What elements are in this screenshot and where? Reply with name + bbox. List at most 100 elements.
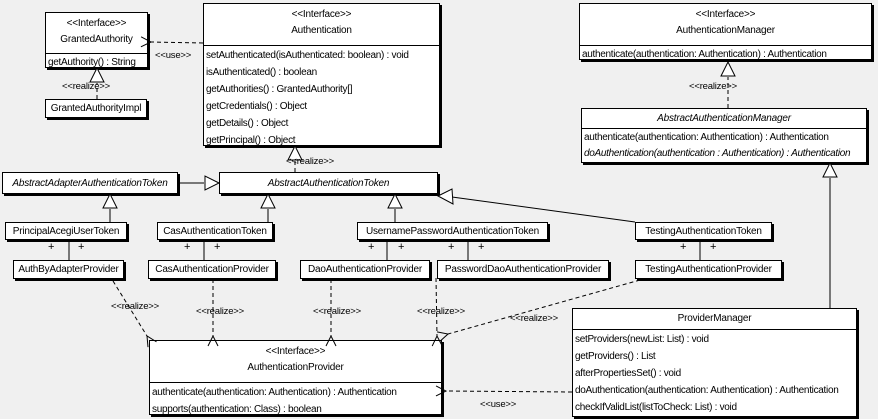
realize-label: <<realize>> [62, 81, 110, 92]
use-edge-authentication-grantedauthority [151, 42, 204, 43]
generalization-edge-abstractadaptertoken [178, 175, 221, 191]
class-header: <<Interface>> GrantedAuthority [46, 13, 147, 53]
class-authentication: <<Interface>> Authentication setAuthenti… [203, 3, 440, 146]
realize-label: <<realize>> [111, 301, 159, 312]
method-row: authenticate(authentication: Authenticat… [582, 49, 827, 60]
class-name: TestingAuthenticationToken [645, 225, 762, 237]
method-row: setProviders(newList: List) : void [575, 334, 709, 345]
association-plus-label: + [448, 241, 455, 253]
class-granted-authority: <<Interface>> GrantedAuthority getAuthor… [45, 12, 148, 68]
methods-compartment: authenticate(authentication: Authenticat… [582, 128, 866, 162]
class-abstract-authentication-manager: AbstractAuthenticationManager authentica… [581, 108, 867, 163]
association-plus-label: + [478, 241, 485, 253]
use-label: <<use>> [480, 399, 517, 410]
class-testing-authentication-provider: TestingAuthenticationProvider [635, 260, 782, 279]
method-row: supports(authentication: Class) : boolea… [152, 404, 322, 415]
generalization-edge-usernamepasswordtoken [387, 192, 403, 222]
class-header: AbstractAuthenticationManager [582, 109, 866, 128]
association-plus-label: + [680, 241, 687, 253]
association-plus-label: + [710, 241, 717, 253]
stereotype-label: <<Interface>> [291, 9, 352, 20]
class-dao-authentication-provider: DaoAuthenticationProvider [300, 260, 430, 279]
class-name: PasswordDaoAuthenticationProvider [444, 264, 602, 275]
class-header: ProviderManager [573, 309, 856, 329]
generalization-edge-principalacegiusertoken [102, 192, 118, 222]
association-plus-label: + [368, 241, 375, 253]
methods-compartment: setAuthenticated(isAuthenticated: boolea… [204, 45, 439, 149]
methods-compartment: setProviders(newList: List) : void getPro… [573, 329, 856, 416]
association-plus-label: + [184, 241, 191, 253]
class-name: DaoAuthenticationProvider [308, 264, 422, 275]
class-name: AbstractAuthenticationManager [657, 113, 791, 124]
realize-label: <<realize>> [286, 156, 334, 167]
class-name: Authentication [291, 25, 352, 36]
class-authentication-provider: <<Interface>> AuthenticationProvider aut… [149, 340, 442, 415]
realize-label: <<realize>> [196, 306, 244, 317]
method-row: checkIfValidList(listToCheck: List) : vo… [575, 402, 737, 413]
class-name: AuthenticationProvider [247, 362, 344, 373]
method-row: doAuthentication(authentication: Authent… [575, 385, 839, 396]
use-label: <<use>> [155, 50, 192, 61]
realize-edge-grantedauthorityimpl [89, 66, 105, 99]
realize-label: <<realize>> [313, 306, 361, 317]
association-plus-label: + [398, 241, 405, 253]
class-name: CasAuthenticationProvider [155, 264, 269, 275]
class-username-password-authentication-token: UsernamePasswordAuthenticationToken [357, 222, 548, 240]
method-row: authenticate(authentication: Authenticat… [584, 132, 829, 143]
method-row: authenticate(authentication: Authenticat… [152, 387, 397, 398]
class-password-dao-authentication-provider: PasswordDaoAuthenticationProvider [437, 260, 609, 279]
realize-label: <<realize>> [510, 313, 558, 324]
class-abstract-adapter-authentication-token: AbstractAdapterAuthenticationToken [2, 172, 178, 194]
realize-label: <<realize>> [689, 81, 737, 92]
methods-compartment: getAuthority() : String [46, 53, 147, 70]
realize-edge-abstractauthenticationmanager [720, 60, 736, 108]
class-testing-authentication-token: TestingAuthenticationToken [635, 222, 772, 240]
methods-compartment: authenticate(authentication: Authenticat… [580, 45, 871, 63]
realize-edge-passworddaoauthenticationprovider [436, 277, 437, 336]
class-name: GrantedAuthorityImpl [50, 103, 142, 114]
method-row: getProviders() : List [575, 351, 656, 362]
class-name: AuthenticationManager [676, 25, 775, 36]
class-name: AbstractAdapterAuthenticationToken [12, 177, 168, 189]
class-name: ProviderManager [677, 313, 752, 324]
generalization-edge-testingauthenticationtoken [436, 188, 636, 223]
class-name: GrantedAuthority [60, 34, 133, 45]
class-header: <<Interface>> AuthenticationManager [580, 4, 871, 45]
method-row: getCredentials() : Object [206, 101, 307, 112]
realize-label: <<realize>> [417, 306, 465, 317]
method-row: getDetails() : Object [206, 118, 289, 129]
class-name: UsernamePasswordAuthenticationToken [365, 225, 540, 237]
method-row: getAuthorities() : GrantedAuthority[] [206, 84, 353, 95]
class-authentication-manager: <<Interface>> AuthenticationManager auth… [579, 3, 872, 60]
association-plus-label: + [78, 241, 85, 253]
stereotype-label: <<Interface>> [66, 18, 127, 29]
class-principal-acegi-user-token: PrincipalAcegiUserToken [5, 222, 127, 240]
class-name: PrincipalAcegiUserToken [12, 225, 120, 237]
method-row: doAuthentication(authentication : Authen… [584, 148, 851, 159]
class-name: TestingAuthenticationProvider [645, 264, 772, 275]
class-auth-by-adapter-provider: AuthByAdapterProvider [13, 260, 124, 279]
method-row: isAuthenticated() : boolean [206, 67, 317, 78]
method-row: afterPropertiesSet() : void [575, 368, 681, 379]
association-plus-label: + [214, 241, 221, 253]
generalization-edge-casauthenticationtoken [260, 192, 276, 222]
class-header: <<Interface>> AuthenticationProvider [150, 341, 441, 382]
stereotype-label: <<Interface>> [265, 346, 326, 357]
method-row: getPrincipal() : Object [206, 135, 296, 146]
class-name: AbstractAuthenticationToken [267, 177, 390, 189]
class-granted-authority-impl: GrantedAuthorityImpl [45, 99, 147, 118]
realize-edge-authbyadapterprovider [112, 280, 147, 336]
association-plus-label: + [48, 241, 55, 253]
method-row: setAuthenticated(isAuthenticated: boolea… [206, 50, 409, 61]
class-provider-manager: ProviderManager setProviders(newList: Li… [572, 308, 857, 417]
class-cas-authentication-provider: CasAuthenticationProvider [148, 260, 276, 279]
class-name: CasAuthenticationToken [163, 225, 267, 237]
stereotype-label: <<Interface>> [695, 9, 756, 20]
class-cas-authentication-token: CasAuthenticationToken [157, 222, 273, 240]
realize-edge-testingauthenticationprovider [448, 279, 641, 334]
generalization-edge-providermanager [822, 161, 838, 308]
methods-compartment: authenticate(authentication: Authenticat… [150, 382, 441, 418]
realize-edge-abstractauthenticationtoken [287, 144, 303, 172]
